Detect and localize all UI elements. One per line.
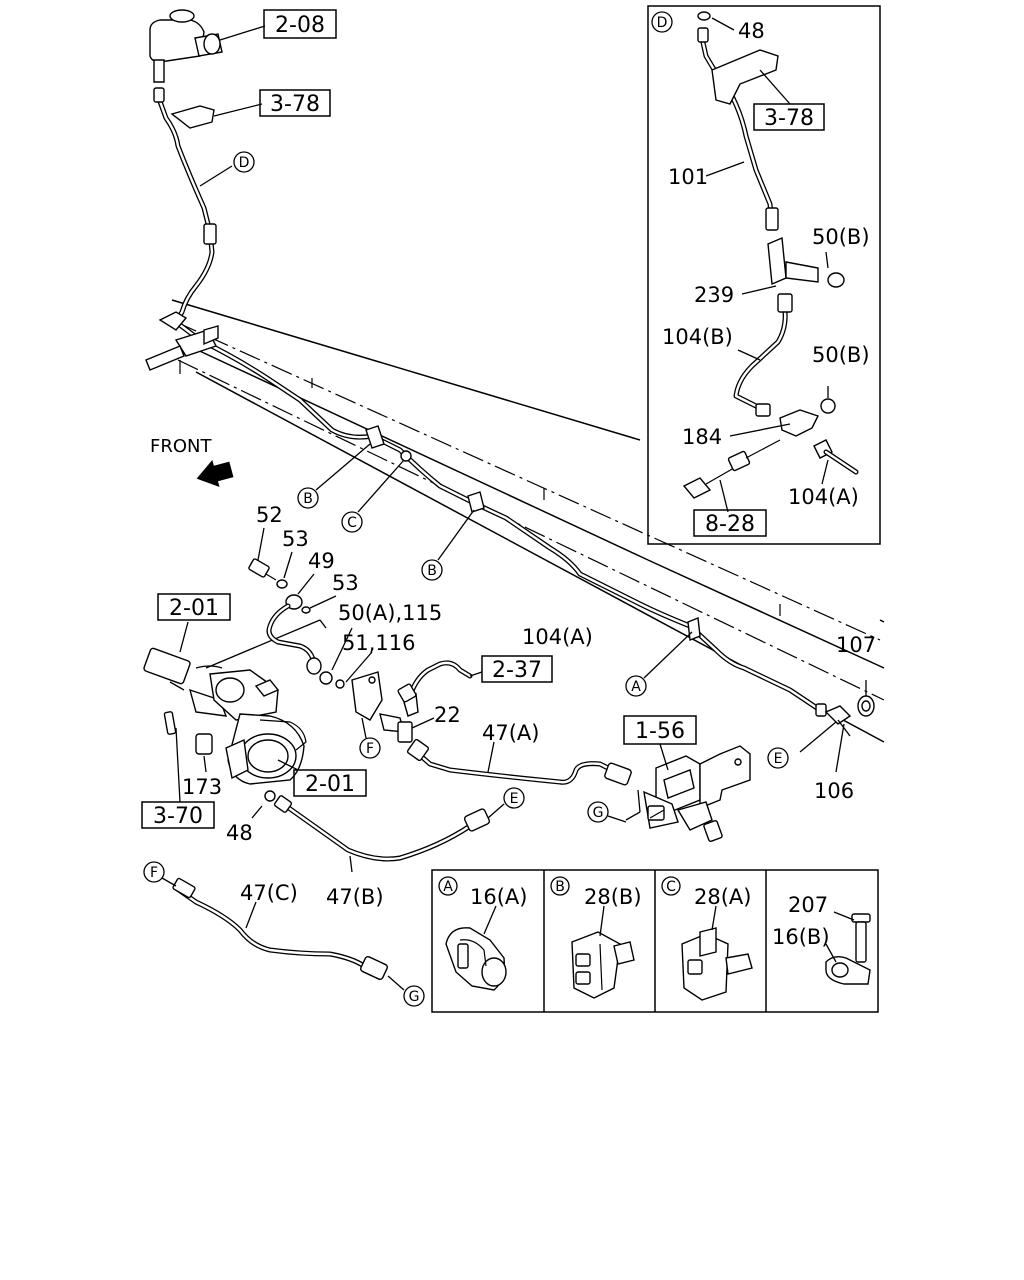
svg-text:F: F <box>366 741 374 757</box>
reference-boxes: 2-08 3-78 3-78 8-28 2-01 2-37 1-56 2-01 … <box>141 9 825 829</box>
pipe-47b <box>273 795 505 873</box>
clip-28b <box>571 905 635 999</box>
ref-box-3-78-main: 3-78 <box>270 92 320 117</box>
label-47a: 47(A) <box>482 721 539 745</box>
front-arrow <box>196 459 234 488</box>
circle-ref-g-1: G <box>587 801 627 823</box>
label-173: 173 <box>182 775 222 799</box>
t-fitting-22 <box>379 660 483 743</box>
label-49: 49 <box>308 549 335 573</box>
svg-text:B: B <box>427 563 437 579</box>
label-104a-detail: 104(A) <box>788 485 859 509</box>
pipe-47c <box>172 877 405 991</box>
clip-28a <box>681 905 753 1001</box>
clip-panel-part-28a: 28(A) <box>694 885 751 909</box>
label-53-lower: 53 <box>332 571 359 595</box>
svg-text:G: G <box>409 989 420 1005</box>
master-cylinder-reservoir <box>149 9 266 83</box>
clip-panel-part-28b: 28(B) <box>584 885 642 909</box>
ref-box-3-78-detail: 3-78 <box>764 106 814 131</box>
svg-text:B: B <box>303 491 313 507</box>
ref-box-2-37: 2-37 <box>492 658 542 683</box>
clip-panel-part-16a: 16(A) <box>470 885 527 909</box>
brake-booster-assembly <box>143 619 327 819</box>
svg-text:E: E <box>510 791 519 807</box>
clip-panel-key-a: A <box>443 879 453 895</box>
label-53-upper: 53 <box>282 527 309 551</box>
circle-ref-g-2: G <box>403 985 425 1007</box>
circle-ref-d-main: D <box>233 151 255 173</box>
svg-text:A: A <box>631 679 641 695</box>
label-106: 106 <box>814 779 854 803</box>
label-52: 52 <box>256 503 283 527</box>
svg-text:C: C <box>347 515 357 531</box>
circle-ref-e-2: E <box>503 787 525 809</box>
ref-box-3-70: 3-70 <box>153 804 203 829</box>
label-104a-main: 104(A) <box>522 625 593 649</box>
label-48-detail: 48 <box>738 19 765 43</box>
label-104b: 104(B) <box>662 325 733 349</box>
label-101: 101 <box>668 165 708 189</box>
rear-junction-106 <box>799 680 875 773</box>
clip-panel-part-207: 207 <box>788 893 828 917</box>
svg-text:D: D <box>657 15 668 31</box>
svg-text:G: G <box>593 805 604 821</box>
svg-text:E: E <box>774 751 783 767</box>
abs-modulator-1-56 <box>625 743 751 842</box>
label-48-main: 48 <box>226 821 253 845</box>
pipe-47a <box>406 738 632 786</box>
svg-text:D: D <box>239 155 250 171</box>
label-47c: 47(C) <box>240 881 298 905</box>
circle-ref-f-1: F <box>359 737 381 759</box>
part-labels: 48 101 50(B) 239 104(B) 50(B) 184 104(A)… <box>182 19 876 909</box>
clip-16b-bolt-207 <box>825 911 871 985</box>
ref-box-2-01-upper: 2-01 <box>169 596 219 621</box>
clip-panel-part-16b: 16(B) <box>772 925 830 949</box>
label-47b: 47(B) <box>326 885 384 909</box>
label-22: 22 <box>434 703 461 727</box>
label-50b-lower: 50(B) <box>812 343 870 367</box>
detail-d-panel <box>647 5 881 545</box>
clip-panel-key-b: B <box>555 879 565 895</box>
pipe-104a-main <box>145 311 827 717</box>
circle-ref-b-1: B <box>297 443 371 509</box>
label-50b-upper: 50(B) <box>812 225 870 249</box>
circle-ref-b-2: B <box>421 509 475 581</box>
label-50a-115: 50(A),115 <box>338 601 442 625</box>
ref-box-1-56: 1-56 <box>635 719 685 744</box>
label-239: 239 <box>694 283 734 307</box>
circle-ref-e-1: E <box>767 747 789 769</box>
clip-panels <box>431 869 879 1013</box>
circle-ref-f-2: F <box>143 861 177 887</box>
ref-box-8-28: 8-28 <box>705 512 755 537</box>
circle-ref-c-1: C <box>341 459 405 533</box>
pipe-101-main <box>153 87 263 325</box>
label-107: 107 <box>836 633 876 657</box>
fitting-parts-cluster <box>248 527 383 739</box>
clip-16a <box>445 905 507 991</box>
front-label: FRONT <box>150 436 212 457</box>
svg-text:F: F <box>150 865 158 881</box>
ref-box-2-01-lower: 2-01 <box>305 772 355 797</box>
circle-references: D D B C B A E <box>143 11 789 1007</box>
label-184: 184 <box>682 425 722 449</box>
circle-ref-d-detail: D <box>651 11 673 33</box>
label-51-116: 51,116 <box>342 631 415 655</box>
clip-panel-key-c: C <box>666 879 676 895</box>
clip-panel-labels: A 16(A) B 28(B) C 28(A) 207 16(B) <box>438 876 830 949</box>
circle-ref-a-1: A <box>625 631 693 697</box>
ref-box-2-08: 2-08 <box>275 13 325 38</box>
